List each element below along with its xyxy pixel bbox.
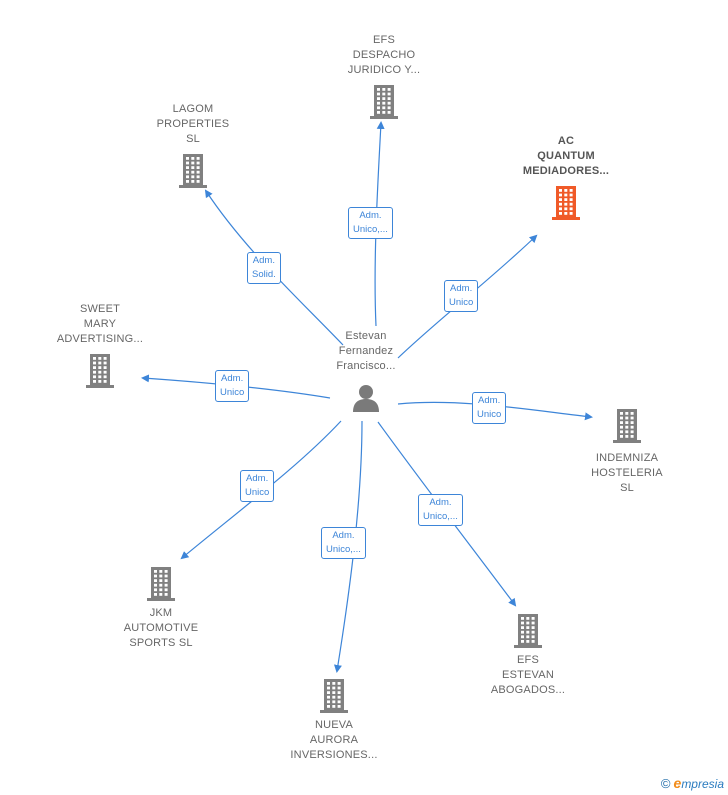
edge-label-jkm[interactable]: Adm. Unico bbox=[240, 470, 275, 502]
company-label-line: PROPERTIES bbox=[156, 118, 230, 130]
edge-label-line: Solid. bbox=[252, 269, 276, 280]
company-node-nueva-aurora[interactable]: NUEVA AURORA INVERSIONES... bbox=[279, 678, 389, 763]
company-label-lagom: LAGOM PROPERTIES SL bbox=[138, 102, 248, 147]
company-label-nueva-aurora: NUEVA AURORA INVERSIONES... bbox=[279, 718, 389, 763]
company-label-jkm: JKM AUTOMOTIVE SPORTS SL bbox=[106, 606, 216, 651]
edge-label-line: Adm. bbox=[252, 255, 275, 266]
company-label-line: SPORTS SL bbox=[129, 637, 193, 649]
building-icon bbox=[320, 679, 348, 713]
building-icon bbox=[179, 154, 207, 188]
edge-label-nueva-aurora[interactable]: Adm. Unico,... bbox=[321, 527, 366, 559]
company-label-efs-estevan: EFS ESTEVAN ABOGADOS... bbox=[473, 653, 583, 698]
company-label-line: MARY bbox=[83, 318, 117, 330]
company-label-line: INDEMNIZA bbox=[595, 452, 659, 464]
company-node-jkm[interactable]: JKM AUTOMOTIVE SPORTS SL bbox=[106, 566, 216, 651]
company-label-line: JURIDICO Y... bbox=[347, 64, 421, 76]
company-label-line: QUANTUM bbox=[537, 150, 595, 162]
center-person-label: Estevan Fernandez Francisco... bbox=[318, 329, 414, 374]
edge-label-line: Unico bbox=[220, 387, 245, 398]
building-icon bbox=[370, 85, 398, 119]
company-label-line: ESTEVAN bbox=[502, 669, 554, 681]
company-label-efs-despacho: EFS DESPACHO JURIDICO Y... bbox=[329, 33, 439, 78]
person-icon bbox=[353, 385, 379, 412]
building-icon bbox=[613, 409, 641, 443]
company-label-line: MEDIADORES... bbox=[522, 165, 610, 177]
company-label-line: JKM bbox=[149, 607, 173, 619]
edge-label-indemniza[interactable]: Adm. Unico bbox=[472, 392, 507, 424]
edge-label-efs-estevan[interactable]: Adm. Unico,... bbox=[418, 494, 463, 526]
company-label-line: INVERSIONES... bbox=[290, 749, 378, 761]
edge-label-line: Unico bbox=[477, 409, 502, 420]
center-name-line-1: Estevan bbox=[345, 330, 387, 342]
company-node-indemniza[interactable]: INDEMNIZA HOSTELERIA SL bbox=[572, 408, 682, 496]
edge-label-ac-quantum[interactable]: Adm. Unico bbox=[444, 280, 479, 312]
company-node-efs-estevan[interactable]: EFS ESTEVAN ABOGADOS... bbox=[473, 613, 583, 698]
company-label-line: AURORA bbox=[309, 734, 359, 746]
company-label-line: SL bbox=[620, 482, 634, 494]
company-label-line: DESPACHO bbox=[352, 49, 416, 61]
company-label-line: LAGOM bbox=[172, 103, 214, 115]
edge-label-line: Unico,... bbox=[326, 544, 361, 555]
edge-label-line: Adm. bbox=[450, 283, 473, 294]
brand-footer: ©empresia bbox=[661, 775, 724, 791]
building-icon bbox=[552, 186, 580, 220]
edge-label-line: Unico bbox=[245, 487, 270, 498]
edge-label-line: Adm. bbox=[478, 395, 501, 406]
building-icon bbox=[147, 567, 175, 601]
company-node-efs-despacho[interactable]: EFS DESPACHO JURIDICO Y... bbox=[329, 33, 439, 120]
company-label-line: AC bbox=[557, 135, 575, 147]
building-icon bbox=[514, 614, 542, 648]
company-label-line: ABOGADOS... bbox=[490, 684, 566, 696]
company-node-sweet-mary[interactable]: SWEET MARY ADVERTISING... bbox=[45, 302, 155, 389]
center-name-line-3: Francisco... bbox=[336, 360, 396, 372]
edge-label-line: Adm. bbox=[221, 373, 244, 384]
edge-label-line: Unico,... bbox=[353, 224, 388, 235]
company-node-ac-quantum[interactable]: AC QUANTUM MEDIADORES... bbox=[511, 134, 621, 221]
edge-label-efs-despacho[interactable]: Adm. Unico,... bbox=[348, 207, 393, 239]
company-label-line: AUTOMOTIVE bbox=[123, 622, 199, 634]
company-label-line: NUEVA bbox=[314, 719, 354, 731]
company-node-lagom[interactable]: LAGOM PROPERTIES SL bbox=[138, 102, 248, 189]
company-label-line: SL bbox=[186, 133, 200, 145]
company-label-line: SWEET bbox=[79, 303, 121, 315]
company-label-sweet-mary: SWEET MARY ADVERTISING... bbox=[45, 302, 155, 347]
edge-label-line: Unico,... bbox=[423, 511, 458, 522]
brand-logo-text: mpresia bbox=[681, 777, 724, 791]
brand-logo-initial: e bbox=[673, 775, 682, 791]
edge-label-line: Unico bbox=[449, 297, 474, 308]
copyright-icon: © bbox=[660, 776, 671, 791]
building-icon bbox=[86, 354, 114, 388]
edge-label-line: Adm. bbox=[332, 530, 355, 541]
edge-label-line: Adm. bbox=[359, 210, 382, 221]
company-label-line: EFS bbox=[517, 654, 539, 666]
company-label-ac-quantum: AC QUANTUM MEDIADORES... bbox=[511, 134, 621, 179]
center-name-line-2: Fernandez bbox=[338, 345, 394, 357]
edge-label-line: Adm. bbox=[429, 497, 452, 508]
company-label-indemniza: INDEMNIZA HOSTELERIA SL bbox=[572, 451, 682, 496]
company-label-line: EFS bbox=[373, 34, 395, 46]
company-label-line: ADVERTISING... bbox=[56, 333, 144, 345]
edge-label-line: Adm. bbox=[246, 473, 269, 484]
edge-label-lagom[interactable]: Adm. Solid. bbox=[247, 252, 281, 284]
company-label-line: HOSTELERIA bbox=[591, 467, 663, 479]
center-person-node[interactable]: Estevan Fernandez Francisco... bbox=[318, 329, 414, 414]
edge-label-sweet-mary[interactable]: Adm. Unico bbox=[215, 370, 250, 402]
